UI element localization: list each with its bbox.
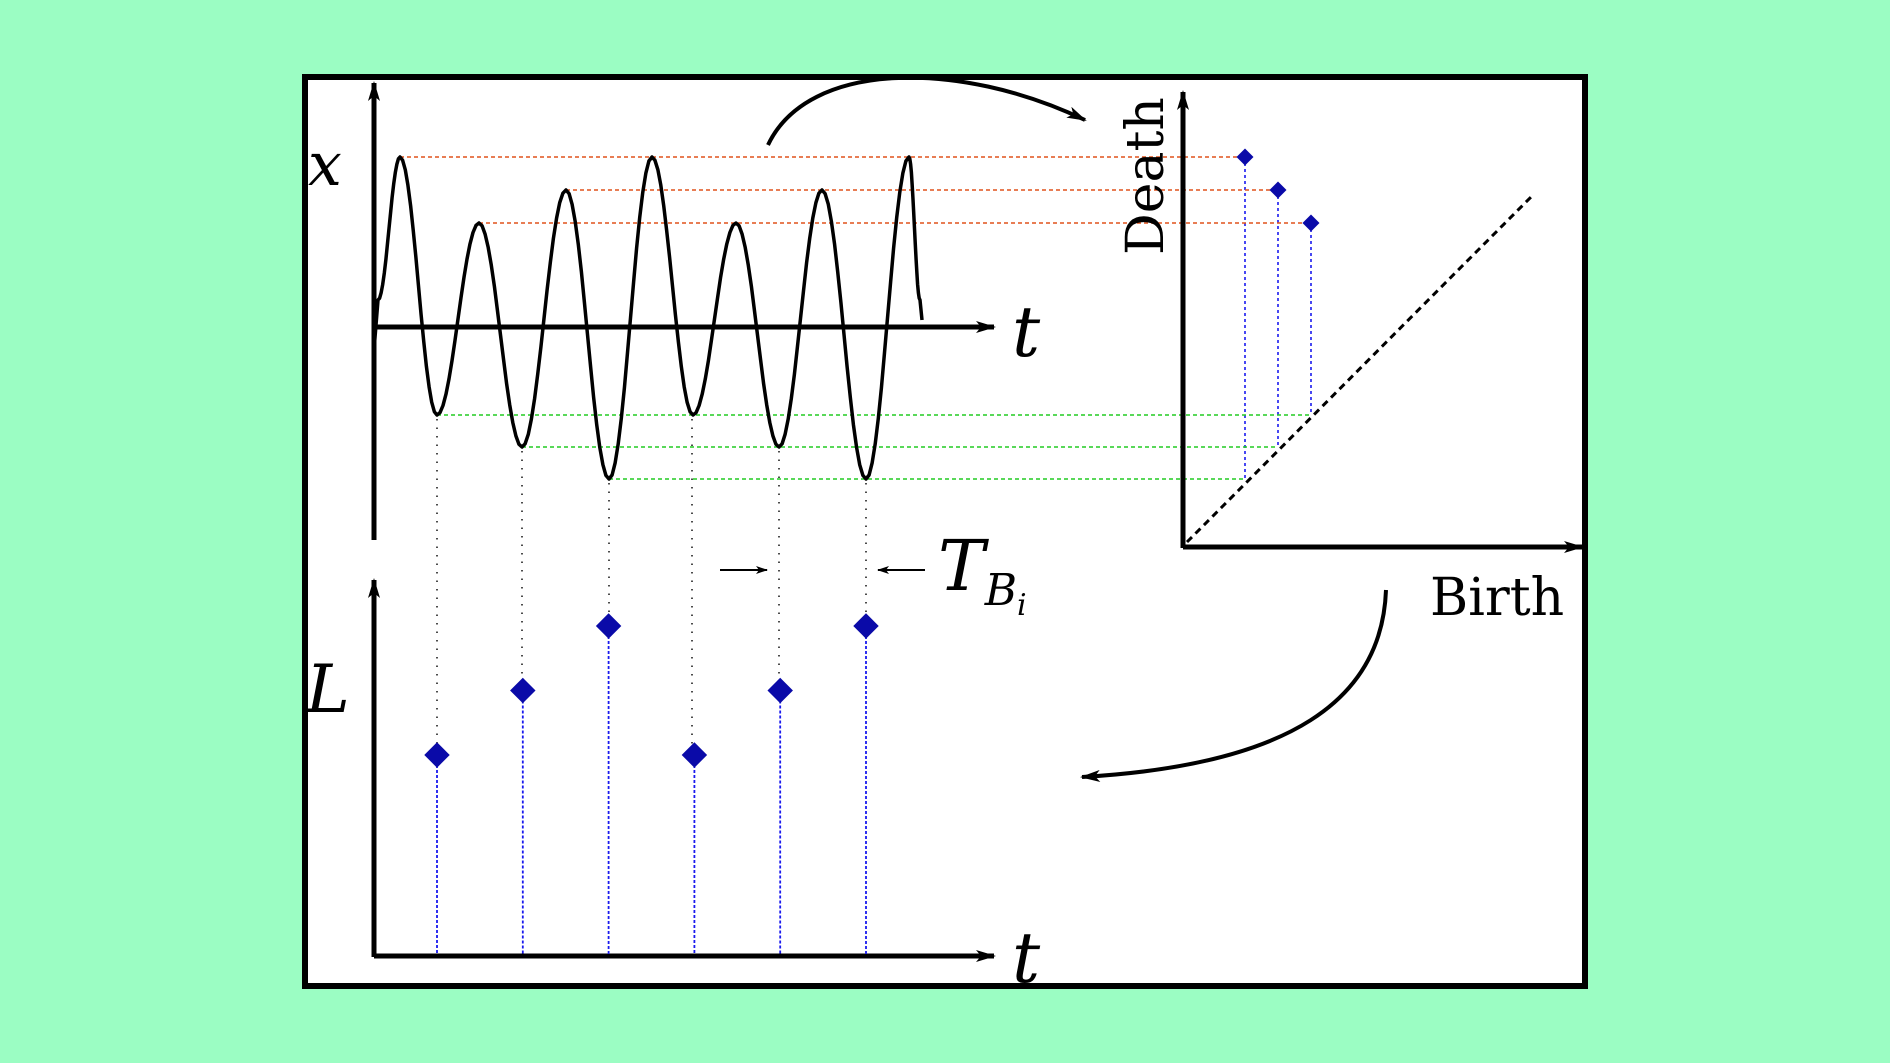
lifetime-marker: [510, 677, 536, 704]
lifetime-stems: [424, 613, 879, 955]
signal-x-label: t: [1012, 291, 1041, 373]
signal-curve: [372, 155, 924, 481]
pd-y-label: Death: [1116, 97, 1176, 255]
curved-arrow-top: [766, 75, 1087, 146]
lifetime-marker: [853, 613, 879, 639]
curved-arrow-bottom: [1080, 589, 1388, 782]
lifetime-marker: [424, 742, 450, 768]
lifetime-x-label: t: [1012, 917, 1041, 999]
lifetime-marker: [595, 613, 622, 639]
lifetime-plot: L t: [305, 578, 1041, 999]
pd-diagonal: [1185, 194, 1534, 544]
pd-x-label: Birth: [1430, 568, 1564, 628]
lifetime-marker: [681, 742, 708, 768]
panel-frame: [302, 74, 1588, 989]
signal-y-label: x: [308, 130, 342, 200]
lifetime-y-label: L: [305, 651, 350, 728]
signal-plot: x t: [308, 81, 1041, 540]
guide-lines: [400, 156, 1312, 747]
period-label: TBi: [938, 525, 1027, 623]
period-annotation: TBi: [720, 525, 1027, 623]
lifetime-marker: [767, 677, 793, 704]
